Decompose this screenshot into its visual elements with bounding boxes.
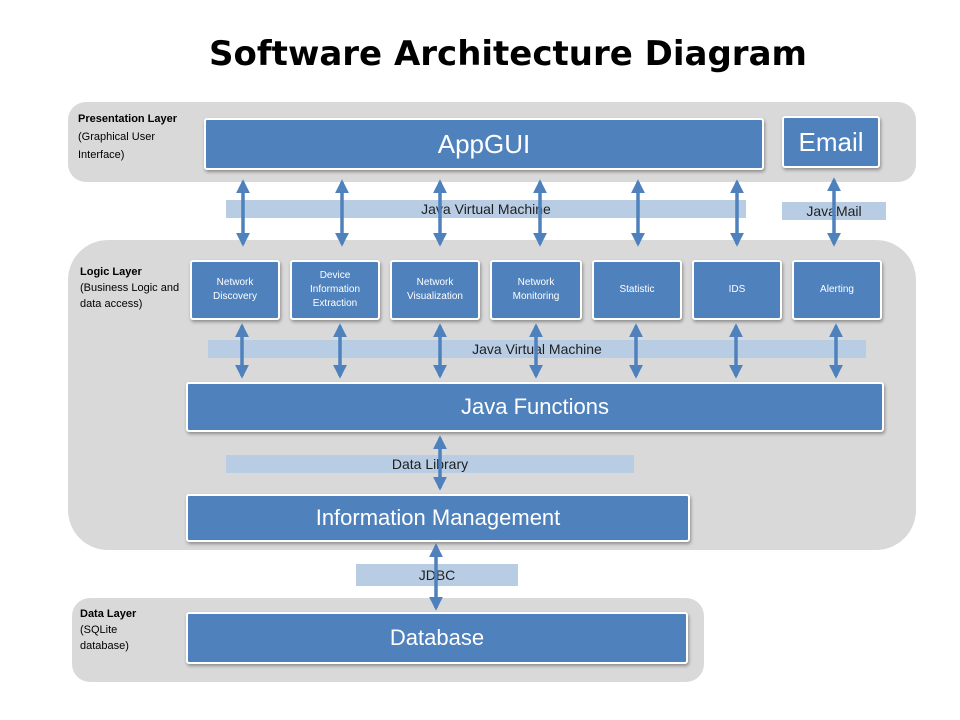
presentation-layer-desc: (Graphical User Interface) xyxy=(78,131,156,161)
java-functions-box: Java Functions xyxy=(186,382,884,432)
module-alerting: Alerting xyxy=(792,260,882,320)
module-statistic: Statistic xyxy=(592,260,682,320)
logic-layer-name: Logic Layer xyxy=(80,266,142,278)
module-network-monitoring: Network Monitoring xyxy=(490,260,582,320)
data-layer-name: Data Layer xyxy=(80,608,137,620)
data-library-bar: Data Library xyxy=(226,455,634,473)
jvm-middle-bar: Java Virtual Machine xyxy=(208,340,866,358)
data-layer-desc: (SQLite database) xyxy=(80,624,129,652)
email-box: Email xyxy=(782,116,880,168)
presentation-layer-label: Presentation Layer (Graphical User Inter… xyxy=(78,110,198,164)
javamail-bar: JavaMail xyxy=(782,202,886,220)
logic-layer-desc: (Business Logic and data access) xyxy=(80,282,180,310)
page-title: Software Architecture Diagram xyxy=(209,34,807,74)
appgui-box: AppGUI xyxy=(204,118,764,170)
module-network-discovery: Network Discovery xyxy=(190,260,280,320)
jdbc-bar: JDBC xyxy=(356,564,518,586)
presentation-layer-name: Presentation Layer xyxy=(78,113,178,125)
module-network-visualization: Network Visualization xyxy=(390,260,480,320)
logic-layer-label: Logic Layer (Business Logic and data acc… xyxy=(80,264,184,312)
module-device-information-extraction: Device Information Extraction xyxy=(290,260,380,320)
data-layer-label: Data Layer (SQLite database) xyxy=(80,606,160,654)
information-management-box: Information Management xyxy=(186,494,690,542)
jvm-top-bar: Java Virtual Machine xyxy=(226,200,746,218)
database-box: Database xyxy=(186,612,688,664)
module-ids: IDS xyxy=(692,260,782,320)
